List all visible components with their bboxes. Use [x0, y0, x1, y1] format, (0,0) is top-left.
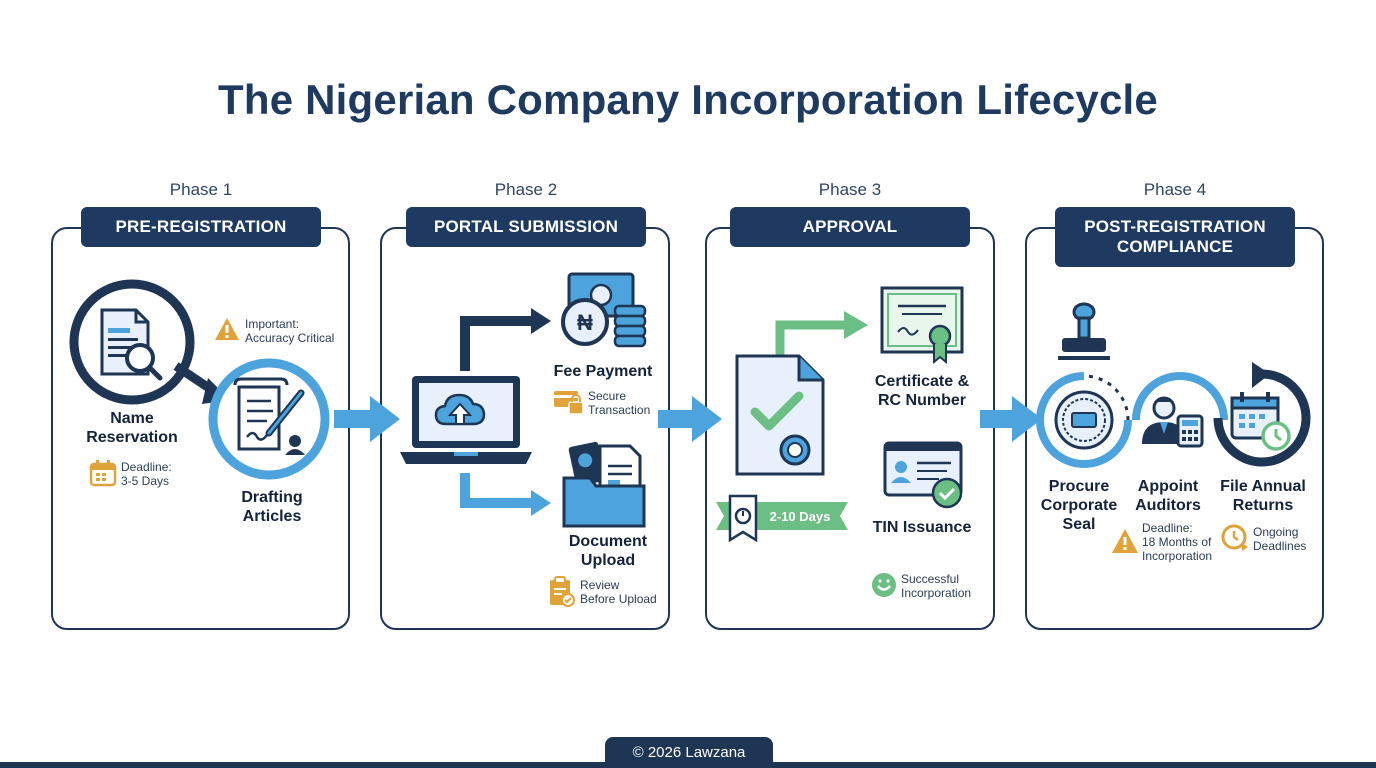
page-title: The Nigerian Company Incorporation Lifec… — [218, 76, 1158, 123]
phase-4-title: POST-REGISTRATION COMPLIANCE — [1055, 207, 1295, 267]
phase-2-title: PORTAL SUBMISSION — [406, 207, 646, 247]
warning-icon — [1112, 529, 1138, 553]
secure-transaction-note: Secure Transaction — [588, 389, 651, 417]
document-folder-icon — [562, 441, 646, 528]
review-note: Review Before Upload — [580, 578, 657, 606]
auditor-icon — [1132, 372, 1228, 448]
footer-copyright: © 2026 Lawzana — [605, 737, 773, 768]
step-name-reservation: Name Reservation — [86, 410, 178, 446]
step-certificate-rc: Certificate & RC Number — [874, 373, 970, 409]
deadline-note: Deadline: 3-5 Days — [121, 460, 172, 488]
step-fee-payment: Fee Payment — [553, 363, 653, 380]
clipboard-check-icon — [550, 576, 575, 607]
step-tin-issuance: TIN Issuance — [872, 519, 972, 536]
duration-badge: 2-10 Days — [716, 494, 848, 542]
secure-card-icon — [554, 391, 584, 415]
flow-arrow-icon — [980, 396, 1042, 442]
phase-4-label: Phase 4 — [1143, 180, 1207, 199]
accuracy-note: Important: Accuracy Critical — [245, 317, 335, 345]
step-procure-seal: Procure Corporate Seal — [1040, 478, 1118, 533]
duration-text: 2-10 Days — [770, 509, 831, 524]
successful-incorporation-note: Successful Incorporation — [901, 572, 972, 600]
step-file-annual-returns: File Annual Returns — [1220, 478, 1306, 514]
phase-1-title: PRE-REGISTRATION — [81, 207, 321, 247]
certificate-icon — [880, 286, 964, 365]
naira-symbol: ₦ — [577, 310, 593, 335]
approved-document-icon — [735, 354, 825, 476]
flow-arrow-icon — [658, 396, 722, 442]
drafting-contract-icon — [208, 358, 330, 480]
corporate-seal-icon — [1036, 372, 1132, 468]
phase-2-label: Phase 2 — [494, 180, 558, 199]
phase-3-label: Phase 3 — [818, 180, 882, 199]
tin-id-card-icon — [883, 441, 963, 509]
phase-3-title: APPROVAL — [730, 207, 970, 247]
stamp-icon — [1058, 302, 1110, 360]
green-arrow-icon — [775, 311, 868, 355]
laptop-upload-icon — [400, 376, 532, 464]
step-appoint-auditors: Appoint Auditors — [1135, 478, 1201, 514]
step-document-upload: Document Upload — [568, 533, 648, 569]
fee-payment-icon: ₦ — [561, 272, 647, 348]
step-drafting-articles: Drafting Articles — [241, 489, 303, 525]
phase-1-label: Phase 1 — [169, 180, 233, 199]
clock-icon — [1221, 524, 1248, 551]
auditor-deadline-note: Deadline: 18 Months of Incorporation — [1142, 521, 1213, 563]
flow-arrow-icon — [334, 396, 400, 442]
branch-arrows-icon — [460, 308, 551, 516]
name-search-icon — [69, 279, 230, 405]
warning-icon — [215, 318, 239, 340]
ongoing-deadlines-note: Ongoing Deadlines — [1253, 525, 1307, 553]
calendar-icon — [89, 460, 117, 487]
annual-returns-icon — [1213, 362, 1311, 467]
success-icon — [872, 573, 896, 597]
